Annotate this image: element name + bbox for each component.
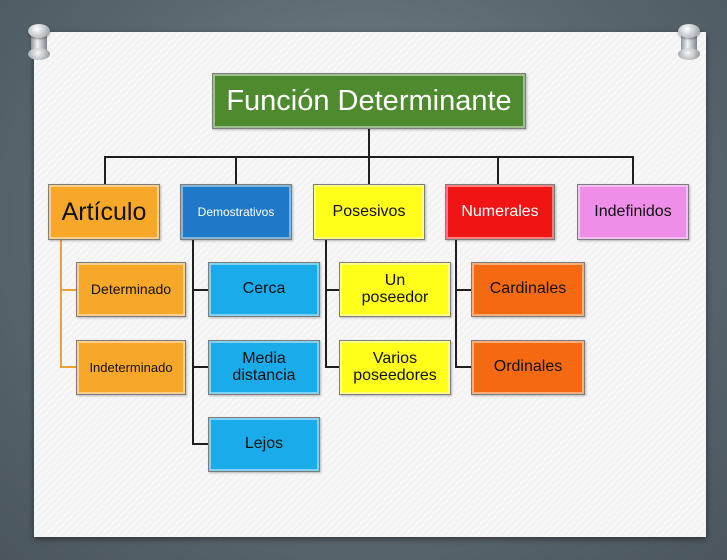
node-label: Cardinales bbox=[489, 280, 567, 298]
category-posesivos: Posesivos bbox=[313, 184, 425, 240]
node-label: Indeterminado bbox=[89, 359, 173, 375]
connector-posesivos-children bbox=[325, 240, 327, 368]
connector-cardinales bbox=[455, 289, 471, 291]
connector-numerales bbox=[497, 156, 499, 184]
node-label: Lejos bbox=[244, 435, 284, 453]
connector-demostrativos-children bbox=[192, 240, 194, 445]
node-label: Determinado bbox=[90, 281, 172, 298]
category-indefinidos: Indefinidos bbox=[577, 184, 689, 240]
pushpin-icon bbox=[28, 24, 50, 64]
connector-lejos bbox=[192, 443, 208, 445]
node-label: Un poseedor bbox=[361, 271, 429, 306]
node-varios-poseedores: Varios poseedores bbox=[339, 340, 451, 395]
root-label: Función Determinante bbox=[226, 84, 512, 117]
node-ordinales: Ordinales bbox=[471, 340, 585, 395]
connector-media-distancia bbox=[192, 366, 208, 368]
node-un-poseedor: Un poseedor bbox=[339, 262, 451, 317]
connector-demostrativos bbox=[235, 156, 237, 184]
category-numerales: Numerales bbox=[445, 184, 555, 240]
category-articulo: Artículo bbox=[48, 184, 160, 240]
root-node: Función Determinante bbox=[212, 73, 526, 129]
category-label: Demostrativos bbox=[197, 204, 275, 219]
node-cerca: Cerca bbox=[208, 262, 320, 317]
category-label: Posesivos bbox=[332, 202, 406, 220]
node-label: Varios poseedores bbox=[353, 349, 437, 384]
connector-determinado bbox=[60, 289, 76, 291]
pushpin-icon bbox=[678, 24, 700, 64]
node-lejos: Lejos bbox=[208, 417, 320, 472]
category-demostrativos: Demostrativos bbox=[180, 184, 292, 240]
connector-indefinidos bbox=[632, 156, 634, 184]
category-label: Indefinidos bbox=[594, 202, 672, 220]
connector-posesivos bbox=[368, 156, 370, 184]
category-label: Numerales bbox=[461, 202, 539, 220]
node-label: Cerca bbox=[242, 280, 286, 298]
node-label: Ordinales bbox=[493, 358, 563, 376]
node-determinado: Determinado bbox=[76, 262, 186, 317]
connector-varios-poseedores bbox=[325, 366, 339, 368]
node-indeterminado: Indeterminado bbox=[76, 340, 186, 395]
node-label: Media distancia bbox=[232, 349, 296, 384]
node-cardinales: Cardinales bbox=[471, 262, 585, 317]
connector-ordinales bbox=[455, 366, 471, 368]
connector-cerca bbox=[192, 289, 208, 291]
connector-articulo-children bbox=[60, 240, 62, 368]
connector-un-poseedor bbox=[325, 289, 339, 291]
connector-numerales-children bbox=[455, 240, 457, 368]
connector-root bbox=[368, 129, 370, 157]
connector-indeterminado bbox=[60, 366, 76, 368]
node-media-distancia: Media distancia bbox=[208, 340, 320, 395]
connector-articulo bbox=[104, 156, 106, 184]
category-label: Artículo bbox=[61, 197, 147, 226]
